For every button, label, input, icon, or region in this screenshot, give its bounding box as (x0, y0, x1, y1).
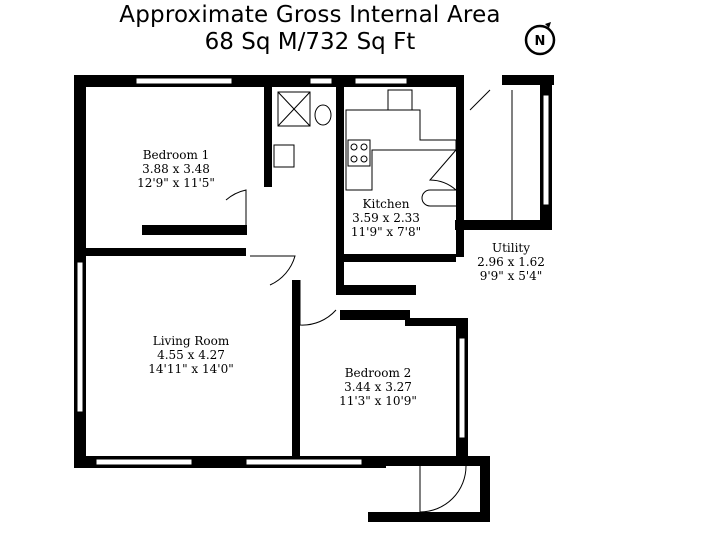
room-imperial: 11'9" x 7'8" (350, 225, 422, 239)
room-label-bedroom2: Bedroom 2 3.44 x 3.27 11'3" x 10'9" (328, 366, 428, 408)
room-label-living: Living Room 4.55 x 4.27 14'11" x 14'0" (141, 334, 241, 376)
area-title: Approximate Gross Internal Area (119, 2, 501, 28)
walls (74, 75, 554, 522)
north-arrow-icon: N (524, 22, 556, 56)
room-imperial: 9'9" x 5'4" (479, 269, 543, 283)
room-metric: 3.88 x 3.48 (142, 162, 210, 176)
room-metric: 3.59 x 2.33 (352, 211, 420, 225)
area-size: 68 Sq M/732 Sq Ft (204, 29, 416, 55)
room-imperial: 11'3" x 10'9" (339, 394, 417, 408)
room-name: Utility (491, 241, 531, 255)
room-name: Bedroom 1 (142, 148, 210, 162)
room-metric: 2.96 x 1.62 (477, 255, 545, 269)
windows (76, 77, 550, 466)
fixtures (273, 89, 513, 220)
room-name: Bedroom 2 (344, 366, 412, 380)
room-label-kitchen: Kitchen 3.59 x 2.33 11'9" x 7'8" (336, 197, 436, 239)
room-imperial: 12'9" x 11'5" (137, 176, 215, 190)
room-label-bedroom1: Bedroom 1 3.88 x 3.48 12'9" x 11'5" (126, 148, 226, 190)
compass-letter: N (535, 34, 546, 49)
room-name: Kitchen (362, 197, 410, 211)
room-imperial: 14'11" x 14'0" (148, 362, 234, 376)
room-metric: 3.44 x 3.27 (344, 380, 412, 394)
room-name: Living Room (152, 334, 230, 348)
room-label-utility: Utility 2.96 x 1.62 9'9" x 5'4" (456, 241, 566, 283)
room-metric: 4.55 x 4.27 (157, 348, 225, 362)
door-swings (225, 89, 491, 513)
